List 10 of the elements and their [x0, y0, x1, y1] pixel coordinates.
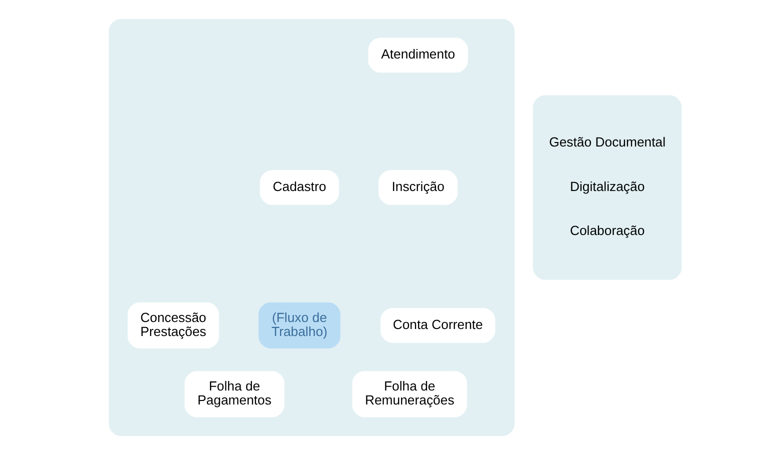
node-box: Cadastro [260, 170, 340, 205]
node-box: Folha de Remunerações [352, 371, 468, 418]
node-box: Inscrição [378, 170, 458, 205]
cluster [108, 18, 515, 436]
node-box: (Fluxo de Trabalho) [258, 302, 340, 348]
node-box: Folha de Pagamentos [184, 371, 284, 418]
node-box: Gestão Documental Digitalização Colaboração [532, 95, 682, 280]
node-box: Atendimento [368, 38, 468, 73]
node-box: Conta Corrente [380, 308, 496, 343]
node-box: Concessão Prestações [128, 302, 219, 348]
